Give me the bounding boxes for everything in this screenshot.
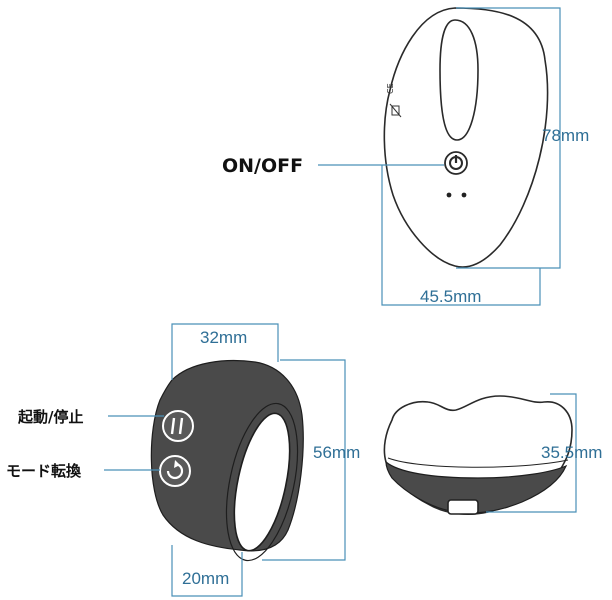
cycle-arrow-icon[interactable] [159, 455, 191, 487]
height-side-dim: 56mm [313, 443, 360, 462]
front-view-port [447, 499, 479, 515]
width-top-dim: 45.5mm [420, 287, 481, 306]
charging-contact-left [446, 192, 452, 198]
on-off-label: ON/OFF [222, 155, 303, 177]
height-side-dim-line [262, 359, 346, 561]
ce-mark-icon: CE [386, 83, 395, 94]
top-view-body-outline [383, 7, 549, 268]
height-top-dim: 78mm [542, 126, 589, 145]
side-view-ring-outer [225, 402, 299, 562]
charging-contact-right [461, 192, 467, 198]
depth-top-side-dim-line [171, 323, 279, 380]
depth-bottom-side-dim: 20mm [182, 569, 229, 588]
front-view: 35.5mm [383, 393, 602, 515]
height-top-dim-line [456, 7, 561, 269]
mode-switch-label: モード転換 [6, 462, 82, 480]
side-view: 起動/停止 モード転換 32mm 56mm 20mm [6, 323, 360, 597]
depth-top-side-dim: 32mm [200, 328, 247, 347]
pause-icon[interactable] [162, 410, 194, 442]
svg-text:CE: CE [386, 83, 395, 94]
power-icon[interactable] [444, 151, 468, 175]
top-view-slot [439, 19, 479, 141]
start-stop-label: 起動/停止 [17, 408, 83, 426]
height-front-dim: 35.5mm [541, 443, 602, 462]
depth-bottom-side-dim-line [171, 545, 243, 597]
top-view: CE ON/OFF 78mm 45.5mm [222, 7, 589, 306]
weee-bin-icon [389, 103, 402, 118]
side-view-ring-inner [233, 412, 291, 552]
front-view-seam [387, 457, 569, 468]
width-top-dim-line [381, 165, 541, 306]
front-view-dark-band [385, 460, 568, 514]
height-front-dim-line [486, 393, 577, 513]
